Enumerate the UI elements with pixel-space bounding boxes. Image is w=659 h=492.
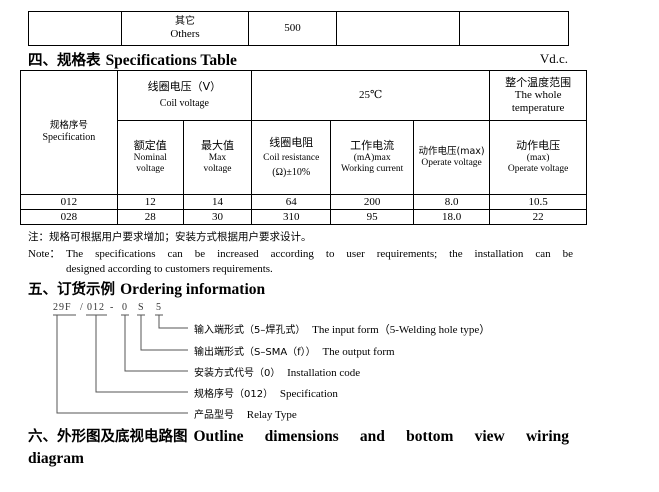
order-item-spec-en: Specification [279, 388, 338, 400]
section5-heading-en: Ordering information [120, 281, 266, 298]
spec-table: 规格序号 Specification 线圈电压（V） Coil voltage … [20, 70, 587, 225]
order-item-spec: 规格序号（012） Specification [194, 385, 338, 400]
blank-cell [459, 11, 569, 46]
whole-temp-en1: The whole [514, 89, 562, 102]
operate-whole-header: 动作电压 (max) Operate voltage [489, 120, 587, 195]
order-code-spec: 012 [87, 302, 105, 313]
resistance-header: 线圈电阻 Coil resistance (Ω)±10% [251, 120, 332, 195]
operate-header: 动作电压(max) Operate voltage [412, 120, 491, 195]
section4-heading-cn: 四、规格表 [28, 53, 101, 69]
table-cell: 95 [330, 209, 414, 225]
resistance-en1: Coil resistance [263, 152, 320, 163]
operate-whole-en2: Operate voltage [507, 163, 569, 174]
blank-cell [336, 11, 460, 46]
coil-voltage-cn: 线圈电压（V） [147, 80, 222, 94]
spec-header-en: Specification [42, 132, 96, 144]
section5-heading: 五、订货示例 Ordering information [28, 278, 265, 299]
note-en-line2: designed according to customers requirem… [66, 263, 273, 275]
operate-whole-cn: 动作电压 [516, 139, 561, 153]
table-cell: 028 [20, 209, 118, 225]
order-code-input: 5 [156, 302, 162, 313]
whole-temp-header: 整个温度范围 The whole temperature [489, 70, 587, 121]
order-item-output-en: The output form [322, 346, 395, 358]
section4-heading: 四、规格表 Specifications Table [28, 49, 237, 70]
note-cn: 注：规格可根据用户要求增加；安装方式根据用户要求设计。 [28, 231, 312, 243]
whole-temp-cn: 整个温度范围 [505, 75, 572, 89]
order-item-type-cn: 产品型号 [194, 410, 234, 421]
order-item-output: 输出端形式（S–SMA（f）） The output form [194, 343, 395, 358]
order-item-input: 输入端形式（5–焊孔式） The input form（5-Welding ho… [194, 321, 490, 337]
order-item-input-en: The input form（5-Welding hole type） [312, 324, 491, 336]
section5-heading-cn: 五、订货示例 [28, 282, 115, 298]
others-en: Others [170, 27, 200, 40]
coil-voltage-header: 线圈电压（V） Coil voltage [116, 70, 253, 121]
coil-voltage-en: Coil voltage [159, 98, 209, 110]
current-cn: 工作电流 [350, 139, 395, 153]
current-header: 工作电流 (mA)max Working current [330, 120, 414, 195]
order-code-dash: - [110, 302, 115, 313]
resistance-cn: 线圈电阻 [269, 135, 314, 149]
table-cell: 18.0 [412, 209, 491, 225]
section6-heading-en2: diagram [28, 450, 84, 467]
nominal-en2: voltage [136, 163, 165, 174]
max-cn: 最大值 [200, 139, 234, 153]
note-en-row: Note： The specifications can be increase… [28, 247, 573, 262]
whole-temp-en2: temperature [511, 101, 565, 114]
table-cell: 8.0 [412, 194, 491, 210]
nominal-header: 额定值 Nominal voltage [116, 120, 184, 195]
others-table: 其它 Others 500 [28, 11, 569, 46]
order-code-install: 0 [122, 302, 128, 313]
table-cell: 310 [251, 209, 332, 225]
table-cell: 22 [489, 209, 587, 225]
spec-header: 规格序号 Specification [20, 70, 118, 195]
order-code-slash: / [80, 302, 84, 313]
max-en2: voltage [203, 163, 232, 174]
table-row: 028 28 30 310 95 18.0 22 [20, 209, 587, 225]
others-label-cell: 其它 Others [121, 11, 249, 46]
order-code-29f: 29F [53, 302, 72, 313]
order-item-input-cn: 输入端形式（5–焊孔式） [194, 325, 306, 336]
section6-heading: 六、外形图及底视电路图 Outline dimensions and botto… [28, 426, 569, 470]
vdc-unit: Vd.c. [539, 51, 568, 66]
current-en1: (mA)max [353, 152, 391, 163]
order-code-output: S [138, 302, 145, 313]
section4-heading-en: Specifications Table [105, 52, 237, 69]
section6-heading-line1: 六、外形图及底视电路图 Outline dimensions and botto… [28, 426, 569, 448]
notes: 注：规格可根据用户要求增加；安装方式根据用户要求设计。 Note： The sp… [28, 230, 573, 277]
note-en-line1: The specifications can be increased acco… [66, 248, 573, 260]
order-item-output-cn: 输出端形式（S–SMA（f）） [194, 347, 316, 358]
resistance-en2: (Ω)±10% [272, 166, 311, 178]
section6-heading-en1: Outline dimensions and bottom view wirin… [193, 428, 570, 445]
temp-25-header: 25℃ [251, 70, 491, 121]
order-item-install: 安装方式代号（0） Installation code [194, 364, 360, 379]
order-item-spec-cn: 规格序号（012） [194, 389, 274, 400]
spec-header-cn: 规格序号 [49, 120, 88, 132]
max-en1: Max [208, 152, 227, 163]
order-item-install-en: Installation code [287, 367, 361, 379]
order-item-type-en: Relay Type [246, 409, 297, 421]
note-en-label: Note： [28, 248, 61, 260]
others-cn: 其它 [175, 16, 195, 28]
operate-cn: 动作电压(max) [418, 145, 485, 157]
table-row: 012 12 14 64 200 8.0 10.5 [20, 194, 587, 210]
nominal-cn: 额定值 [133, 139, 167, 153]
operate-en: Operate voltage [421, 157, 482, 168]
nominal-en1: Nominal [133, 152, 167, 163]
blank-cell [28, 11, 122, 46]
order-item-type: 产品型号 Relay Type [194, 406, 297, 421]
operate-whole-en1: (max) [526, 152, 550, 163]
section6-heading-cn: 六、外形图及底视电路图 [28, 429, 188, 445]
order-item-install-cn: 安装方式代号（0） [194, 368, 281, 379]
current-en2: Working current [341, 163, 404, 174]
